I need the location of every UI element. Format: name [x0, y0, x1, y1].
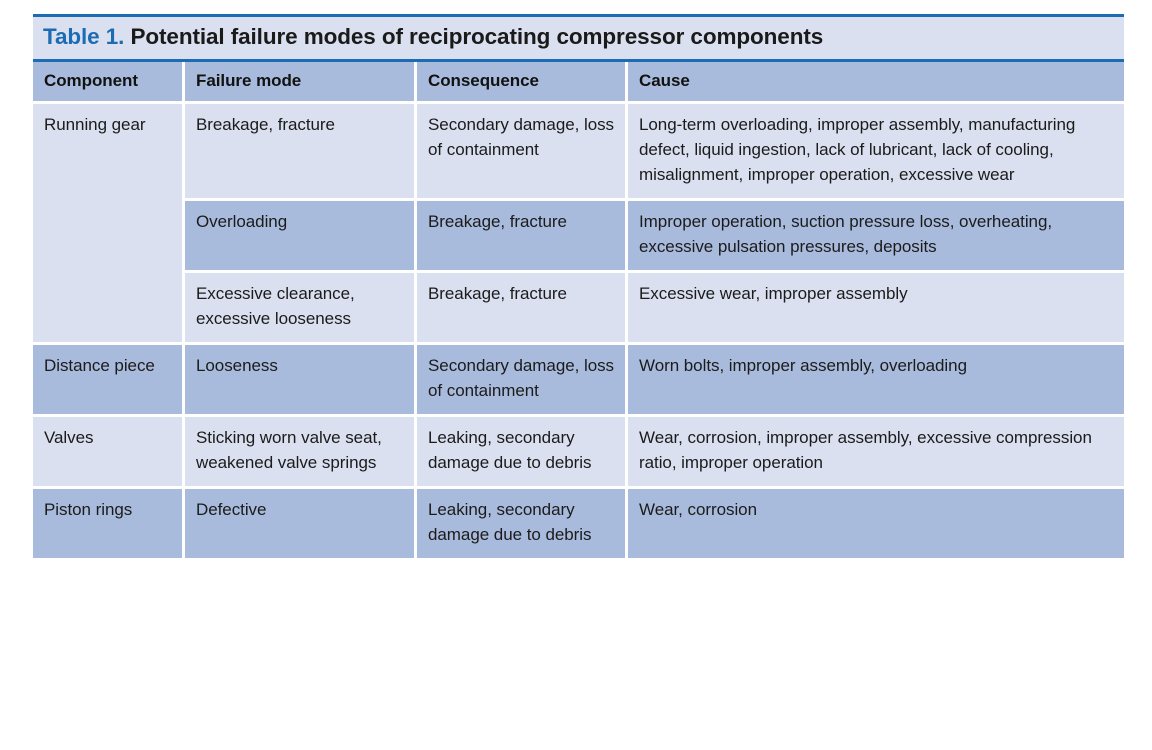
cell-cause: Wear, corrosion, improper assembly, exce…	[628, 416, 1124, 489]
cell-failure-mode: Overloading	[185, 200, 417, 273]
table-caption-text: Potential failure modes of reciprocating…	[124, 24, 824, 49]
column-header-component: Component	[33, 61, 185, 104]
cell-cause: Long-term overloading, improper assembly…	[628, 103, 1124, 201]
cell-component: Valves	[33, 416, 185, 489]
cell-cause: Improper operation, suction pressure los…	[628, 200, 1124, 273]
table-row: Excessive clearance, excessive looseness…	[33, 272, 1124, 345]
cell-consequence: Leaking, secondary damage due to debris	[417, 488, 628, 561]
cell-consequence: Breakage, fracture	[417, 200, 628, 273]
column-header-cause: Cause	[628, 61, 1124, 104]
cell-consequence: Leaking, secondary damage due to debris	[417, 416, 628, 489]
cell-failure-mode: Breakage, fracture	[185, 103, 417, 201]
table-header-row: Component Failure mode Consequence Cause	[33, 61, 1124, 104]
column-header-failure-mode: Failure mode	[185, 61, 417, 104]
table-figure: Table 1. Potential failure modes of reci…	[33, 14, 1124, 561]
cell-consequence: Breakage, fracture	[417, 272, 628, 345]
column-header-consequence: Consequence	[417, 61, 628, 104]
table-row: Overloading Breakage, fracture Improper …	[33, 200, 1124, 273]
cell-cause: Excessive wear, improper assembly	[628, 272, 1124, 345]
cell-failure-mode: Looseness	[185, 344, 417, 417]
table-header: Component Failure mode Consequence Cause	[33, 61, 1124, 104]
table-caption-bar: Table 1. Potential failure modes of reci…	[33, 17, 1124, 62]
cell-failure-mode: Sticking worn valve seat, weakened valve…	[185, 416, 417, 489]
cell-component: Distance piece	[33, 344, 185, 417]
table-body: Running gear Breakage, fracture Secondar…	[33, 103, 1124, 561]
cell-component: Running gear	[33, 103, 185, 345]
failure-modes-table: Component Failure mode Consequence Cause…	[33, 61, 1124, 561]
cell-consequence: Secondary damage, loss of containment	[417, 344, 628, 417]
cell-cause: Wear, corrosion	[628, 488, 1124, 561]
cell-failure-mode: Excessive clearance, excessive looseness	[185, 272, 417, 345]
cell-cause: Worn bolts, improper assembly, overloadi…	[628, 344, 1124, 417]
table-row: Distance piece Looseness Secondary damag…	[33, 344, 1124, 417]
table-row: Valves Sticking worn valve seat, weakene…	[33, 416, 1124, 489]
table-row: Running gear Breakage, fracture Secondar…	[33, 103, 1124, 345]
table-caption-label: Table 1.	[43, 24, 125, 49]
cell-consequence: Secondary damage, loss of containment	[417, 103, 628, 201]
table-row: Piston rings Defective Leaking, secondar…	[33, 488, 1124, 561]
cell-failure-mode: Defective	[185, 488, 417, 561]
cell-component: Piston rings	[33, 488, 185, 561]
page-title: Table 1. Potential failure modes of reci…	[43, 24, 1114, 50]
table-top-rule	[33, 14, 1124, 17]
